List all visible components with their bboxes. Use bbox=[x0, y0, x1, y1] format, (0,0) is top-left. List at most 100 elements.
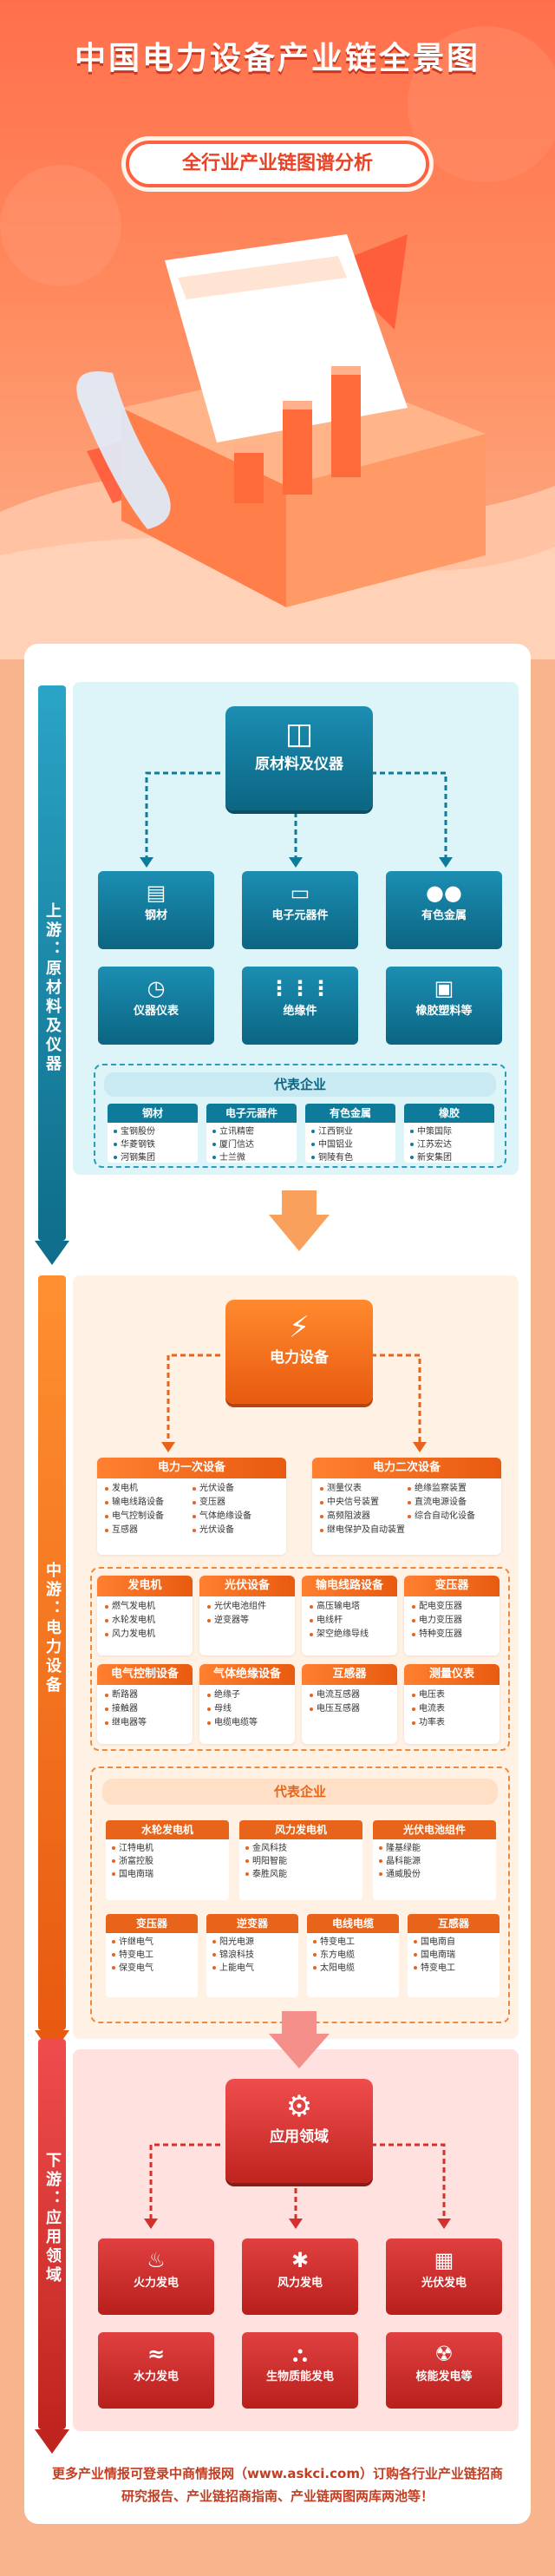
item: 电缆电缆等 bbox=[206, 1716, 288, 1730]
company: 江西铜业 bbox=[310, 1125, 390, 1138]
item: 接触器 bbox=[104, 1702, 186, 1716]
item: 继电保护及自动装置 bbox=[319, 1524, 407, 1537]
midstream-rep-card: 互感器国电南自国电南瑞特变电工 bbox=[408, 1914, 500, 1997]
rep-card-title: 钢材 bbox=[108, 1104, 198, 1123]
upstream-rep-card: 橡胶 中策国际江苏宏达新安集团 bbox=[404, 1104, 494, 1163]
midstream-rep-card: 水轮发电机江特电机浙富控股国电南瑞 bbox=[106, 1820, 229, 1900]
rubber-icon: ▣ bbox=[434, 976, 454, 1000]
company: 浙富控股 bbox=[111, 1855, 224, 1868]
company: 中国铝业 bbox=[310, 1138, 390, 1151]
category-title: 电气控制设备 bbox=[97, 1664, 193, 1685]
item: 电气控制设备 bbox=[104, 1510, 192, 1524]
midstream-label: 中游：电力设备 bbox=[43, 1562, 62, 1695]
item: 电流互感器 bbox=[309, 1688, 390, 1702]
company: 华菱钢铁 bbox=[113, 1138, 193, 1151]
company: 厦门信达 bbox=[212, 1138, 291, 1151]
upstream-hub-label: 原材料及仪器 bbox=[255, 756, 343, 773]
item: 输电线路设备 bbox=[104, 1496, 192, 1510]
item: 继电器等 bbox=[104, 1716, 186, 1730]
downstream-card: ≈ 水力发电 bbox=[98, 2332, 214, 2409]
rep-card-title: 水轮发电机 bbox=[106, 1820, 229, 1839]
upstream-card-label: 电子元器件 bbox=[271, 909, 329, 922]
upstream-bar: 上游：原材料及仪器 bbox=[38, 685, 66, 1241]
category-card: 电气控制设备断路器接触器继电器等 bbox=[97, 1664, 193, 1744]
company: 晶科能源 bbox=[378, 1855, 491, 1868]
company: 铜陵有色 bbox=[310, 1151, 390, 1163]
upstream-card-label: 橡胶塑料等 bbox=[415, 1005, 473, 1018]
item: 光伏设备 bbox=[192, 1524, 279, 1537]
midstream-rep-title: 代表企业 bbox=[102, 1779, 498, 1805]
upstream-rep-title: 代表企业 bbox=[104, 1072, 496, 1097]
midstream-bar: 中游：电力设备 bbox=[38, 1275, 66, 2030]
upstream-card-rubber: ▣ 橡胶塑料等 bbox=[386, 967, 502, 1045]
company: 太阳电缆 bbox=[312, 1962, 394, 1975]
tower-icon: ⚡ bbox=[289, 1310, 310, 1345]
company: 河钢集团 bbox=[113, 1151, 193, 1163]
company: 锦浪科技 bbox=[212, 1949, 293, 1962]
primary-equipment-card: 电力一次设备 发电机输电线路设备电气控制设备互感器 光伏设备变压器气体绝缘设备光… bbox=[97, 1458, 286, 1555]
steel-icon: ▤ bbox=[146, 881, 166, 905]
biomass-icon: ⛬ bbox=[292, 2342, 308, 2366]
downstream-card: ⛬ 生物质能发电 bbox=[242, 2332, 358, 2409]
hero-illustration bbox=[0, 26, 555, 659]
page-title: 中国电力设备产业链全景图 bbox=[74, 41, 480, 76]
midstream-rep-card: 电线电缆特变电工东方电缆太阳电缆 bbox=[307, 1914, 399, 1997]
company: 许继电气 bbox=[111, 1936, 193, 1949]
upstream-card-steel: ▤ 钢材 bbox=[98, 871, 214, 949]
nuclear-icon: ☢ bbox=[434, 2342, 454, 2366]
midstream-rep-card: 变压器许继电气特变电工保变电气 bbox=[106, 1914, 198, 1997]
rep-card-title: 电子元器件 bbox=[206, 1104, 297, 1123]
company: 明阳智能 bbox=[245, 1855, 357, 1868]
item: 逆变器等 bbox=[206, 1614, 288, 1628]
downstream-connectors bbox=[144, 2143, 451, 2229]
upstream-card-nonferrous: ●● 有色金属 bbox=[386, 871, 502, 949]
item: 高压输电塔 bbox=[309, 1600, 390, 1614]
category-card: 测量仪表电压表电流表功率表 bbox=[404, 1664, 500, 1744]
item: 测量仪表 bbox=[319, 1482, 407, 1496]
downstream-card-label: 核能发电等 bbox=[415, 2370, 473, 2383]
item: 变压器 bbox=[192, 1496, 279, 1510]
midstream-hub-label: 电力设备 bbox=[270, 1349, 329, 1367]
category-title: 发电机 bbox=[97, 1576, 193, 1596]
company: 江特电机 bbox=[111, 1842, 224, 1855]
company: 立讯精密 bbox=[212, 1125, 291, 1138]
category-card: 气体绝缘设备绝缘子母线电缆电缆等 bbox=[199, 1664, 295, 1744]
downstream-card: ♨ 火力发电 bbox=[98, 2238, 214, 2315]
instrument-icon: ◫ bbox=[284, 717, 314, 751]
item: 燃气发电机 bbox=[104, 1600, 186, 1614]
item: 电力变压器 bbox=[411, 1614, 493, 1628]
company: 金风科技 bbox=[245, 1842, 357, 1855]
upstream-card-instruments: ◷ 仪器仪表 bbox=[98, 967, 214, 1045]
category-card: 互感器电流互感器电压互感器 bbox=[302, 1664, 397, 1744]
battery-icon: ▭ bbox=[290, 881, 310, 905]
page-subtitle: 全行业产业链图谱分析 bbox=[181, 153, 373, 174]
category-title: 变压器 bbox=[404, 1576, 500, 1596]
midstream-rep-card: 风力发电机金风科技明阳智能泰胜风能 bbox=[239, 1820, 362, 1900]
rep-card-title: 光伏电池组件 bbox=[373, 1820, 496, 1839]
item: 气体绝缘设备 bbox=[192, 1510, 279, 1524]
upstream-rep-card: 钢材 宝钢股份华菱钢铁河钢集团 bbox=[108, 1104, 198, 1163]
company: 国电南瑞 bbox=[413, 1949, 494, 1962]
item: 直流电源设备 bbox=[407, 1496, 494, 1510]
downstream-card-label: 火力发电 bbox=[133, 2277, 179, 2290]
company: 特变电工 bbox=[312, 1936, 394, 1949]
downstream-hub-label: 应用领域 bbox=[270, 2128, 329, 2146]
upstream-card-label: 钢材 bbox=[144, 909, 167, 922]
downstream-card: ✱ 风力发电 bbox=[242, 2238, 358, 2315]
item: 架空绝缘导线 bbox=[309, 1628, 390, 1642]
item: 综合自动化设备 bbox=[407, 1510, 494, 1524]
category-card: 变压器配电变压器电力变压器特种变压器 bbox=[404, 1576, 500, 1655]
item: 电压互感器 bbox=[309, 1702, 390, 1716]
rep-card-title: 有色金属 bbox=[305, 1104, 395, 1123]
upstream-card-electronics: ▭ 电子元器件 bbox=[242, 871, 358, 949]
item: 绝缘监察装置 bbox=[407, 1482, 494, 1496]
item: 高频阻波器 bbox=[319, 1510, 407, 1524]
downstream-bar-arrow bbox=[35, 2429, 69, 2454]
company: 国电南自 bbox=[413, 1936, 494, 1949]
upstream-rep-card: 电子元器件 立讯精密厦门信达士兰微 bbox=[206, 1104, 297, 1163]
downstream-card-label: 生物质能发电 bbox=[265, 2370, 334, 2383]
company: 保变电气 bbox=[111, 1962, 193, 1975]
company: 特变电工 bbox=[413, 1962, 494, 1975]
category-card: 发电机燃气发电机水轮发电机风力发电机 bbox=[97, 1576, 193, 1655]
downstream-card-label: 水力发电 bbox=[133, 2370, 179, 2383]
